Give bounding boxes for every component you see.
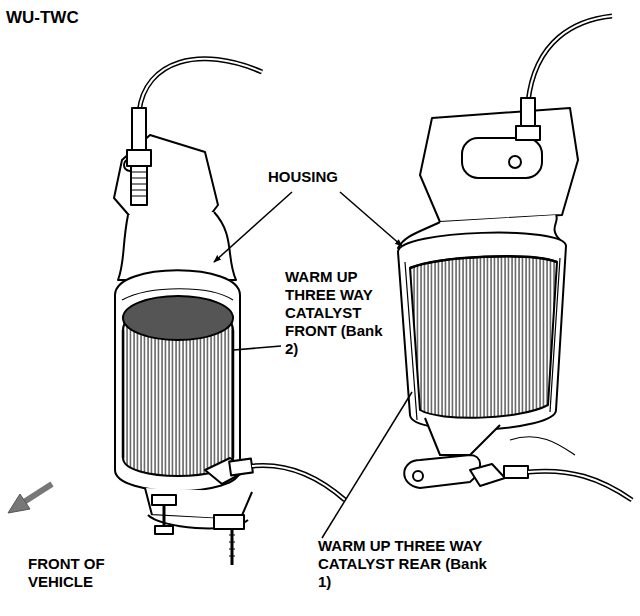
part-label: HOUSING (268, 168, 378, 186)
part-label: WARM UP THREE WAY CATALYST REAR (Bank 1) (318, 537, 500, 591)
part-label: WARM UP THREE WAY CATALYST FRONT (Bank 2… (285, 268, 385, 358)
direction-label: FRONT OF VEHICLE (28, 555, 120, 591)
diagram-title: WU-TWC (6, 8, 126, 28)
